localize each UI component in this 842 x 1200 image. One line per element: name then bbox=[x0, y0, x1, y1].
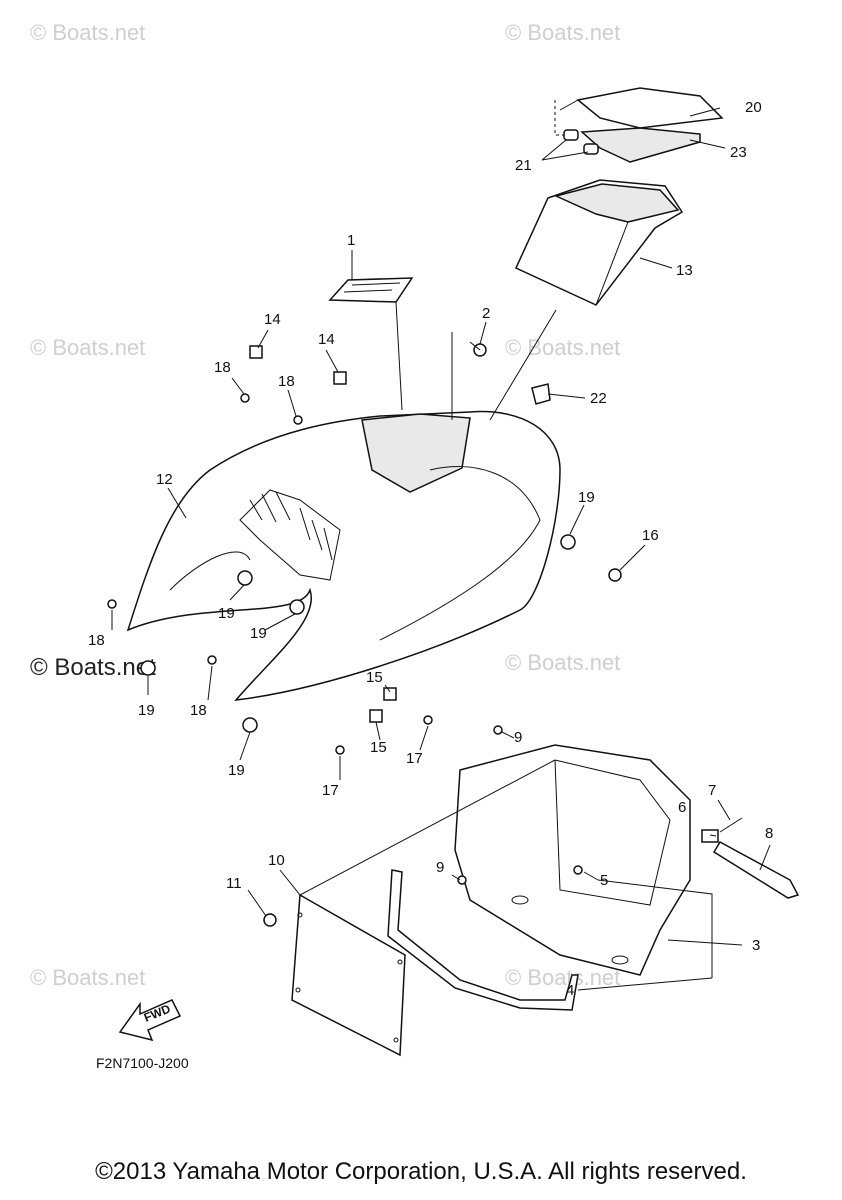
callout-15: 15 bbox=[366, 669, 383, 686]
callout-18: 18 bbox=[190, 702, 207, 719]
callout-17: 17 bbox=[322, 782, 339, 799]
watermark: © Boats.net bbox=[505, 650, 620, 675]
callout-22: 22 bbox=[590, 390, 607, 407]
fwd-arrow-icon: FWD bbox=[118, 999, 182, 1042]
callout-19: 19 bbox=[578, 489, 595, 506]
callout-18: 18 bbox=[88, 632, 105, 649]
callout-17: 17 bbox=[406, 750, 423, 767]
part-12-deck-body bbox=[126, 410, 561, 701]
callout-4: 4 bbox=[566, 982, 574, 999]
callout-11: 11 bbox=[226, 875, 242, 892]
callout-5: 5 bbox=[600, 872, 608, 889]
part-1-vent bbox=[328, 277, 414, 303]
callout-3: 3 bbox=[752, 937, 760, 954]
callout-15: 15 bbox=[370, 739, 387, 756]
part-2-bolt bbox=[469, 341, 487, 357]
watermark-layer: © Boats.net © Boats.net © Boats.net © Bo… bbox=[30, 20, 620, 990]
callout-18: 18 bbox=[214, 359, 231, 376]
figure-code: F2N7100-J200 bbox=[96, 1055, 189, 1071]
leader-lines bbox=[111, 107, 771, 991]
callout-labels: 1 2 3 4 5 6 7 8 9 9 10 11 12 13 14 14 15… bbox=[88, 99, 773, 999]
part-20-cover bbox=[559, 87, 724, 129]
part-13-storage-bin bbox=[515, 179, 684, 306]
part-22-fitting bbox=[531, 383, 551, 405]
watermark: © Boats.net bbox=[30, 20, 145, 45]
watermark: © Boats.net bbox=[30, 965, 145, 990]
copyright-notice: ©2013 Yamaha Motor Corporation, U.S.A. A… bbox=[95, 1158, 747, 1185]
watermark: © Boats.net bbox=[505, 335, 620, 360]
callout-13: 13 bbox=[676, 262, 693, 279]
callout-2: 2 bbox=[482, 305, 490, 322]
callout-19: 19 bbox=[228, 762, 245, 779]
callout-8: 8 bbox=[765, 825, 773, 842]
part-4-strip bbox=[387, 869, 579, 1011]
callout-7: 7 bbox=[708, 782, 716, 799]
callout-21: 21 bbox=[515, 157, 532, 174]
callout-9: 9 bbox=[436, 859, 444, 876]
watermark: © Boats.net bbox=[505, 20, 620, 45]
callout-6: 6 bbox=[678, 799, 686, 816]
callout-12: 12 bbox=[156, 471, 173, 488]
callout-1: 1 bbox=[347, 232, 355, 249]
part-23-pad bbox=[580, 127, 701, 163]
callout-19: 19 bbox=[250, 625, 267, 642]
part-6-bracket bbox=[701, 829, 719, 843]
part-10-panel bbox=[291, 893, 406, 1057]
callout-9: 9 bbox=[514, 729, 522, 746]
callout-19: 19 bbox=[138, 702, 155, 719]
callout-19: 19 bbox=[218, 605, 235, 622]
callout-20: 20 bbox=[745, 99, 762, 116]
part-21-clips bbox=[554, 100, 599, 155]
watermark: © Boats.net bbox=[30, 335, 145, 360]
callout-16: 16 bbox=[642, 527, 659, 544]
fasteners bbox=[107, 345, 622, 927]
callout-14: 14 bbox=[318, 331, 335, 348]
part-3-tray bbox=[454, 744, 691, 976]
callout-10: 10 bbox=[268, 852, 285, 869]
parts-diagram: © Boats.net © Boats.net © Boats.net © Bo… bbox=[30, 20, 800, 1071]
watermark: © Boats.net bbox=[30, 654, 156, 681]
part-8-cable bbox=[712, 840, 800, 899]
callout-18: 18 bbox=[278, 373, 295, 390]
callout-14: 14 bbox=[264, 311, 281, 328]
callout-23: 23 bbox=[730, 144, 747, 161]
watermark: © Boats.net bbox=[505, 965, 620, 990]
part-7-pin bbox=[719, 817, 743, 833]
